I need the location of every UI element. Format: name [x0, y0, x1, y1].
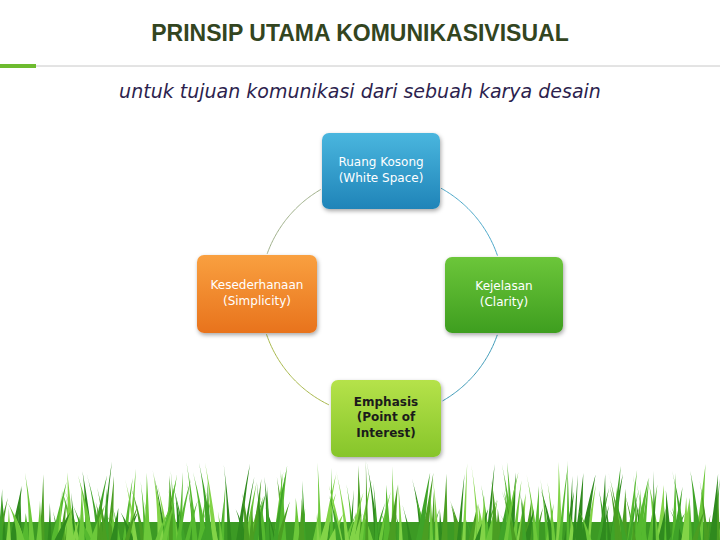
grass-blade: [681, 497, 688, 540]
grass-blade: [313, 511, 321, 540]
grass-blade: [153, 472, 164, 540]
grass-blade: [36, 501, 41, 540]
grass-blade: [422, 473, 434, 540]
grass-blade: [433, 479, 439, 540]
connector-arc: [266, 334, 328, 405]
grass-blade: [373, 483, 378, 540]
grass-blade: [66, 472, 74, 540]
grass-blade: [597, 487, 609, 540]
grass-blade: [349, 492, 363, 540]
grass-blade: [199, 463, 213, 540]
grass-blade: [224, 465, 232, 540]
grass-blade: [520, 492, 526, 540]
grass-blade: [559, 464, 569, 540]
connector-arc: [443, 335, 498, 401]
grass-blade: [78, 488, 84, 540]
grass-blade: [473, 511, 477, 540]
slide-subtitle: untuk tujuan komunikasi dari sebuah kary…: [0, 80, 720, 102]
grass-blade: [273, 471, 286, 540]
grass-blade: [430, 488, 434, 540]
grass-blade: [144, 501, 152, 540]
grass-blade: [635, 478, 649, 540]
grass-blade: [171, 471, 177, 540]
grass-blade: [402, 505, 411, 540]
grass-blade: [218, 511, 223, 540]
grass-blade: [329, 495, 341, 540]
grass-blade: [504, 472, 518, 540]
connector-arc: [441, 188, 497, 255]
grass-blade: [608, 471, 622, 540]
grass-blade: [578, 509, 592, 540]
grass-blade: [441, 474, 447, 540]
grass-blade: [573, 475, 578, 540]
rule-line: [36, 66, 720, 67]
grass-blade: [658, 509, 666, 540]
node-label: Kesederhanaan (Simplicity): [206, 278, 308, 309]
grass-blade: [692, 509, 705, 540]
node-label: Ruang Kosong (White Space): [331, 155, 431, 186]
grass-blade: [320, 493, 336, 540]
grass-blade: [186, 462, 197, 540]
grass-blade: [243, 477, 255, 540]
grass-blade: [204, 488, 218, 540]
grass-blade: [457, 474, 465, 540]
slide-title: PRINSIP UTAMA KOMUNIKASIVISUAL: [0, 20, 720, 47]
grass-blade: [628, 492, 638, 540]
grass-blade: [205, 481, 211, 540]
grass-blade: [8, 503, 25, 540]
grass-blade: [242, 493, 249, 540]
grass-blade: [185, 500, 198, 540]
grass-blade: [264, 477, 271, 540]
accent-bar: [0, 64, 36, 68]
grass-blade: [673, 487, 683, 540]
grass-blade: [367, 462, 379, 540]
grass-blade: [298, 498, 304, 540]
grass-blade: [359, 480, 372, 540]
grass-blade: [97, 506, 101, 540]
grass-blade: [48, 503, 52, 540]
grass-blade: [652, 471, 655, 540]
grass-blade: [709, 474, 718, 540]
node-label: Kejelasan (Clarity): [454, 279, 554, 310]
process-box: Ruang Kosong (White Space): [322, 133, 440, 209]
grass-illustration: [0, 460, 720, 540]
grass-blade: [110, 508, 118, 540]
node-label: Emphasis (Point of Interest): [340, 395, 432, 442]
grass-blade: [97, 488, 107, 540]
grass-blade: [388, 485, 398, 540]
grass-blade: [547, 482, 555, 540]
grass-blade: [265, 486, 269, 540]
grass-blade: [249, 504, 254, 540]
grass-blade: [480, 495, 486, 540]
grass-blade: [492, 480, 499, 540]
grass-blade: [236, 464, 250, 540]
grass-blade: [155, 508, 170, 540]
grass-blade: [365, 461, 368, 540]
grass-blade: [0, 489, 3, 540]
process-box: Kesederhanaan (Simplicity): [197, 255, 317, 333]
grass-blade: [257, 481, 263, 540]
process-box: Kejelasan (Clarity): [445, 257, 563, 333]
grass-blade: [51, 482, 66, 540]
grass-blade: [55, 512, 71, 540]
process-box: Emphasis (Point of Interest): [331, 380, 441, 457]
grass-blade: [462, 463, 467, 540]
grass-blade: [316, 514, 319, 540]
grass-blade: [125, 479, 137, 540]
grass-blade: [566, 460, 570, 540]
grass-blade: [600, 505, 609, 540]
grass-blade: [398, 484, 403, 540]
connector-arc: [267, 190, 321, 254]
grass-blade: [540, 479, 549, 540]
grass-blade: [6, 508, 11, 540]
grass-blade: [125, 504, 139, 540]
